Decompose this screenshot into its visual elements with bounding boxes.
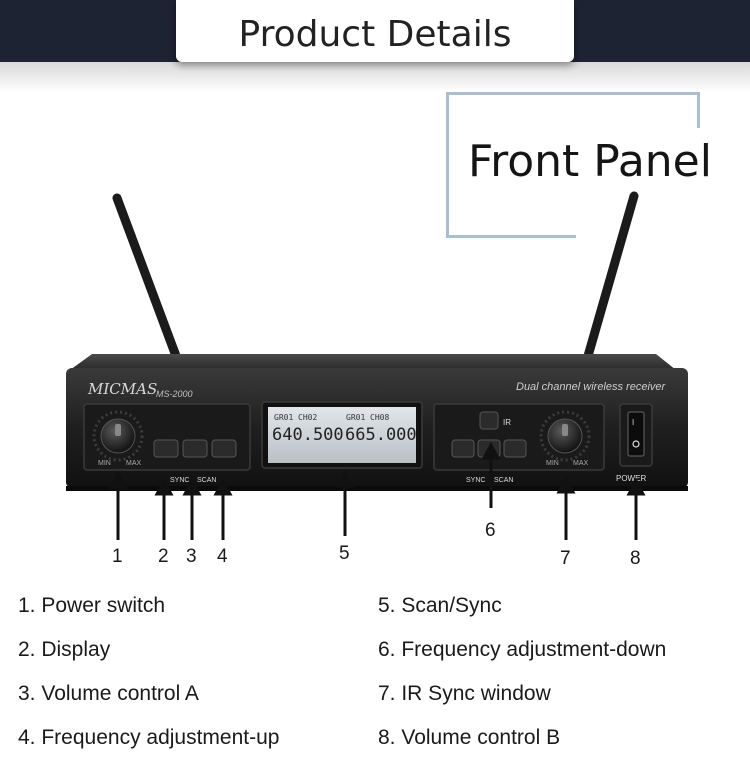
legend-item-4: 4. Frequency adjustment-up — [18, 726, 280, 749]
display-gr-b: GR01 — [346, 413, 365, 422]
model-label: MS-2000 — [156, 389, 193, 399]
button-a-2[interactable] — [182, 439, 208, 458]
section-title-frame — [446, 92, 700, 238]
page-title: Product Details — [238, 14, 512, 55]
scan-label-b: SCAN — [494, 477, 513, 484]
knob-b-min-label: MIN — [546, 460, 559, 467]
legend-item-7: 7. IR Sync window — [378, 682, 551, 705]
knob-b-max-label: MAX — [573, 460, 589, 467]
callout-7: 7 — [560, 548, 571, 569]
legend-item-8: 8. Volume control B — [378, 726, 561, 749]
display-gr-a: GR01 — [274, 413, 293, 422]
display-ch-a: CH02 — [298, 413, 317, 422]
legend-item-5: 5. Scan/Sync — [378, 594, 502, 617]
legend-item-1: 1. Power switch — [18, 594, 166, 617]
callout-arrows — [107, 441, 646, 540]
receiver-illustration: MICMAS MS-2000 Dual channel wireless rec… — [66, 191, 688, 540]
power-switch[interactable] — [627, 411, 645, 457]
knob-a-min-label: MIN — [98, 460, 111, 467]
header-shadow — [0, 62, 750, 92]
knob-a-max-label: MAX — [126, 460, 142, 467]
lcd-display — [268, 407, 416, 463]
callout-6: 6 — [485, 520, 496, 541]
callout-4: 4 — [217, 546, 228, 567]
svg-text:I: I — [632, 418, 634, 427]
legend-item-2: 2. Display — [18, 638, 111, 661]
display-freq-a: 640.500 — [272, 425, 344, 445]
callout-2: 2 — [158, 546, 169, 567]
device-subtitle: Dual channel wireless receiver — [516, 381, 667, 393]
ir-label: IR — [503, 418, 511, 427]
power-label: POWER — [616, 474, 646, 483]
antenna-left — [112, 193, 181, 361]
button-b-3[interactable] — [503, 439, 527, 458]
button-a-1[interactable] — [153, 439, 179, 458]
display-freq-b: 665.000 — [345, 425, 417, 445]
antenna-right — [583, 191, 639, 361]
sync-label-b: SYNC — [466, 477, 485, 484]
legend-item-6: 6. Frequency adjustment-down — [378, 638, 667, 661]
section-title: Front Panel — [468, 136, 712, 187]
button-b-1[interactable] — [451, 439, 475, 458]
callout-3: 3 — [186, 546, 197, 567]
callout-1: 1 — [112, 546, 123, 567]
button-a-3[interactable] — [211, 439, 237, 458]
callout-5: 5 — [339, 543, 350, 564]
legend-item-3: 3. Volume control A — [18, 682, 199, 705]
display-ch-b: CH08 — [370, 413, 389, 422]
ir-sync-window[interactable] — [479, 411, 499, 430]
callout-8: 8 — [630, 548, 641, 569]
brand-logo: MICMAS — [87, 380, 157, 398]
sync-label-a: SYNC — [170, 477, 189, 484]
scan-label-a: SCAN — [197, 477, 216, 484]
header-title-tab: Product Details — [176, 0, 574, 62]
